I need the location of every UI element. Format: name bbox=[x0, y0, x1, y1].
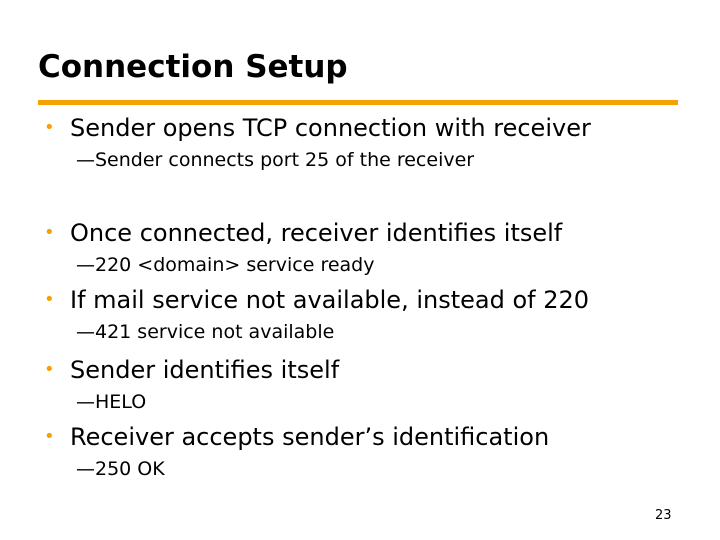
bullet-text: If mail service not available, instead o… bbox=[70, 286, 590, 314]
dash-icon: — bbox=[76, 254, 95, 276]
bullet-dot-icon: • bbox=[44, 359, 55, 380]
bullet-dot-icon: • bbox=[44, 426, 55, 447]
bullet-item: • Sender opens TCP connection with receiv… bbox=[44, 116, 591, 140]
sub-bullet-text: 421 service not available bbox=[95, 321, 335, 343]
bullet-text: Once connected, receiver identifies itse… bbox=[70, 219, 563, 247]
bullet-text: Sender identifies itself bbox=[70, 356, 340, 384]
sub-bullet-text: 220 <domain> service ready bbox=[95, 254, 375, 276]
bullet-item: • Sender identifies itself bbox=[44, 358, 339, 382]
bullet-dot-icon: • bbox=[44, 117, 55, 138]
dash-icon: — bbox=[76, 391, 95, 413]
sub-bullet-item: —Sender connects port 25 of the receiver bbox=[76, 151, 474, 170]
bullet-item: • Once connected, receiver identifies its… bbox=[44, 221, 562, 245]
dash-icon: — bbox=[76, 149, 95, 171]
bullet-dot-icon: • bbox=[44, 222, 55, 243]
bullet-text: Sender opens TCP connection with receive… bbox=[70, 114, 591, 142]
bullet-item: • Receiver accepts sender’s identificatio… bbox=[44, 425, 549, 449]
dash-icon: — bbox=[76, 321, 95, 343]
sub-bullet-text: 250 OK bbox=[95, 458, 165, 480]
sub-bullet-item: —421 service not available bbox=[76, 323, 334, 342]
dash-icon: — bbox=[76, 458, 95, 480]
sub-bullet-text: HELO bbox=[95, 391, 147, 413]
sub-bullet-text: Sender connects port 25 of the receiver bbox=[95, 149, 475, 171]
slide-title: Connection Setup bbox=[38, 49, 348, 85]
bullet-item: • If mail service not available, instead … bbox=[44, 288, 589, 312]
sub-bullet-item: —220 <domain> service ready bbox=[76, 256, 374, 275]
title-underline bbox=[38, 100, 678, 105]
sub-bullet-item: —HELO bbox=[76, 393, 146, 412]
page-number: 23 bbox=[655, 508, 672, 523]
bullet-text: Receiver accepts sender’s identification bbox=[70, 423, 550, 451]
bullet-dot-icon: • bbox=[44, 289, 55, 310]
sub-bullet-item: —250 OK bbox=[76, 460, 165, 479]
